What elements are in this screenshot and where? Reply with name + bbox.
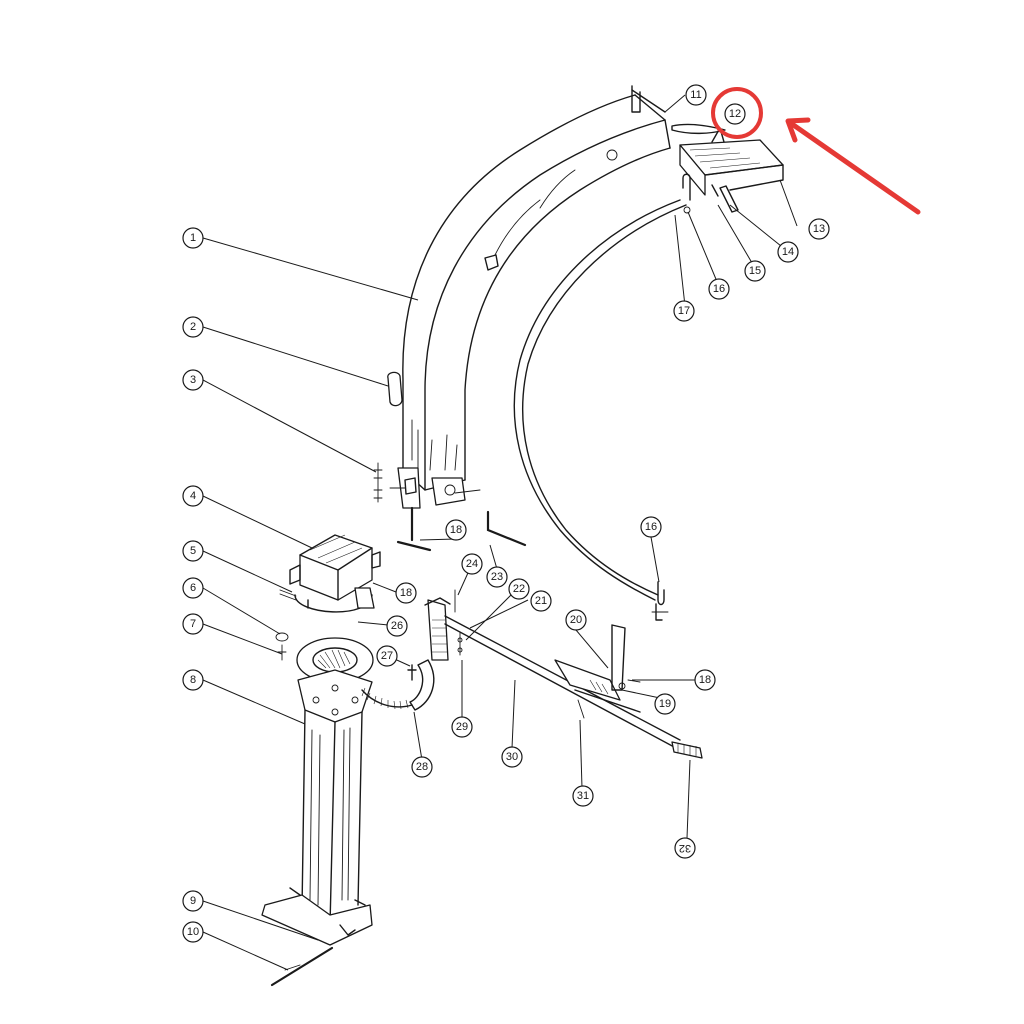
highlight-arrowhead <box>785 117 811 143</box>
svg-text:18: 18 <box>699 674 711 686</box>
svg-text:18: 18 <box>400 587 412 599</box>
lower-hook <box>651 581 669 621</box>
support-column <box>261 637 374 987</box>
callout-27: 27 <box>376 645 398 667</box>
svg-text:9: 9 <box>190 895 196 907</box>
callout-11: 11 <box>685 84 707 106</box>
callout-23: 23 <box>486 566 508 588</box>
callout-8: 8 <box>182 669 204 691</box>
callout-32: 32 <box>674 837 696 859</box>
svg-text:5: 5 <box>190 545 196 557</box>
fasteners-3 <box>373 462 383 503</box>
callout-18-c: 18 <box>694 669 716 691</box>
callout-17: 17 <box>673 300 695 322</box>
svg-text:7: 7 <box>190 618 196 630</box>
svg-text:1: 1 <box>190 232 196 244</box>
svg-text:24: 24 <box>466 558 478 570</box>
handle-part <box>387 371 403 407</box>
svg-text:11: 11 <box>690 89 701 101</box>
svg-text:2: 2 <box>190 321 196 333</box>
svg-text:18: 18 <box>450 524 462 536</box>
callout-24: 24 <box>461 553 483 575</box>
svg-text:26: 26 <box>391 620 403 632</box>
svg-text:13: 13 <box>813 223 825 235</box>
svg-text:16: 16 <box>645 521 657 533</box>
svg-text:16: 16 <box>713 283 725 295</box>
svg-text:17: 17 <box>678 305 690 317</box>
svg-text:4: 4 <box>190 490 196 502</box>
svg-text:12: 12 <box>729 108 741 120</box>
control-cable <box>513 199 687 601</box>
svg-text:10: 10 <box>187 926 199 938</box>
leader-lines <box>202 94 798 971</box>
svg-text:19: 19 <box>659 698 671 710</box>
gear-segment <box>361 659 435 711</box>
svg-text:22: 22 <box>513 583 525 595</box>
callout-7: 7 <box>182 613 204 635</box>
callout-15: 15 <box>744 260 766 282</box>
callout-18-a: 18 <box>445 519 467 541</box>
callout-16-top: 16 <box>708 278 730 300</box>
callout-19: 19 <box>654 693 676 715</box>
svg-text:21: 21 <box>535 595 547 607</box>
t-handle-pins <box>396 506 527 552</box>
callout-22: 22 <box>508 578 530 600</box>
callout-21: 21 <box>530 590 552 612</box>
fasteners-5 <box>279 589 297 601</box>
callout-2: 2 <box>182 316 204 338</box>
callout-3: 3 <box>182 369 204 391</box>
svg-text:3: 3 <box>190 374 196 386</box>
highlight-arrow <box>789 121 921 215</box>
svg-text:30: 30 <box>506 751 518 763</box>
svg-text:14: 14 <box>782 246 794 258</box>
lever-assembly <box>424 589 703 759</box>
svg-text:27: 27 <box>381 650 393 662</box>
svg-text:31: 31 <box>577 790 589 802</box>
callout-16-bottom: 16 <box>640 516 662 538</box>
curved-chute-arm <box>389 94 671 509</box>
callout-6: 6 <box>182 577 204 599</box>
callout-9: 9 <box>182 890 204 912</box>
svg-text:8: 8 <box>190 674 196 686</box>
top-bracket-assembly <box>631 85 784 214</box>
callout-26: 26 <box>386 615 408 637</box>
svg-text:29: 29 <box>456 721 468 733</box>
callout-13: 13 <box>808 218 830 240</box>
callout-14: 14 <box>777 241 799 263</box>
callout-29: 29 <box>451 716 473 738</box>
svg-text:15: 15 <box>749 265 761 277</box>
callouts: 1 2 3 4 5 6 7 8 9 10 11 12 13 14 15 16 1… <box>182 84 830 943</box>
washer-bolt <box>275 632 289 661</box>
gearbox-housing <box>289 534 381 613</box>
callout-12: 12 <box>724 103 746 125</box>
callout-28: 28 <box>411 756 433 778</box>
callout-4: 4 <box>182 485 204 507</box>
highlight-circle <box>711 87 763 139</box>
callout-20: 20 <box>565 609 587 631</box>
callout-1: 1 <box>182 227 204 249</box>
svg-text:6: 6 <box>190 582 196 594</box>
callout-5: 5 <box>182 540 204 562</box>
callout-10: 10 <box>182 921 204 943</box>
callout-30: 30 <box>501 746 523 768</box>
svg-text:23: 23 <box>491 571 503 583</box>
callout-31: 31 <box>572 785 594 807</box>
svg-text:20: 20 <box>570 614 582 626</box>
svg-text:32: 32 <box>679 842 691 854</box>
callout-18-b: 18 <box>395 582 417 604</box>
svg-text:28: 28 <box>416 761 428 773</box>
highlight-annotation <box>711 87 921 215</box>
